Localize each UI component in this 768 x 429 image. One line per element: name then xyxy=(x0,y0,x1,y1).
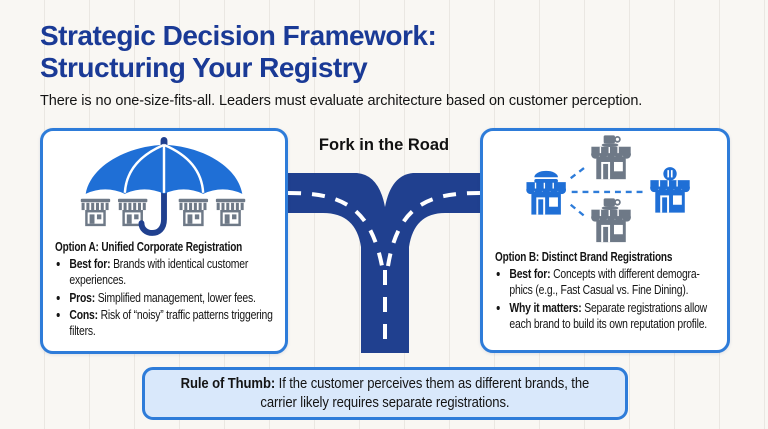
option-b-bullets: Best for: Concepts with different demogr… xyxy=(495,266,715,332)
coffee-storefront-icon-bottom xyxy=(591,198,631,243)
option-a-bullets: Best for: Brands with identical customer… xyxy=(55,256,273,339)
option-a-card: Option A: Unified Corporate Registration… xyxy=(40,128,288,354)
page-title-line2: Structuring Your Registry xyxy=(40,51,368,83)
bullet-item: Best for: Concepts with different demogr… xyxy=(509,266,715,299)
rule-of-thumb-box: Rule of Thumb: If the customer perceives… xyxy=(142,367,628,421)
coffee-storefront-icon-top xyxy=(591,135,631,180)
dining-storefront-icon xyxy=(650,167,690,213)
page-subtitle: There is no one-size-fits-all. Leaders m… xyxy=(40,93,643,109)
rule-of-thumb-text: Rule of Thumb: If the customer perceives… xyxy=(180,375,590,412)
umbrella-icon xyxy=(80,137,246,236)
bullet-item: Cons: Risk of “noisy” traffic patterns t… xyxy=(69,307,273,340)
bullet-item: Why it matters: Separate registrations a… xyxy=(509,300,715,333)
option-a-title: Option A: Unified Corporate Registration xyxy=(55,240,243,254)
page-title-line1: Strategic Decision Framework: xyxy=(40,20,437,51)
bullet-item: Pros: Simplified management, lower fees. xyxy=(69,290,273,306)
burger-storefront-icon xyxy=(526,170,566,215)
distinct-brand-storefronts-icon xyxy=(495,133,715,247)
bullet-item: Best for: Brands with identical customer… xyxy=(69,256,273,289)
fork-road-icon xyxy=(288,173,480,353)
fork-label: Fork in the Road xyxy=(318,136,450,154)
umbrella-over-storefronts-icon xyxy=(55,136,273,237)
dashed-connectors xyxy=(569,164,645,220)
storefront-network-icon xyxy=(526,135,690,243)
option-b-title: Option B: Distinct Brand Registrations xyxy=(495,250,673,264)
option-b-card: Option B: Distinct Brand Registrations B… xyxy=(480,128,730,353)
page-title: Strategic Decision Framework:Structuring… xyxy=(40,20,437,84)
